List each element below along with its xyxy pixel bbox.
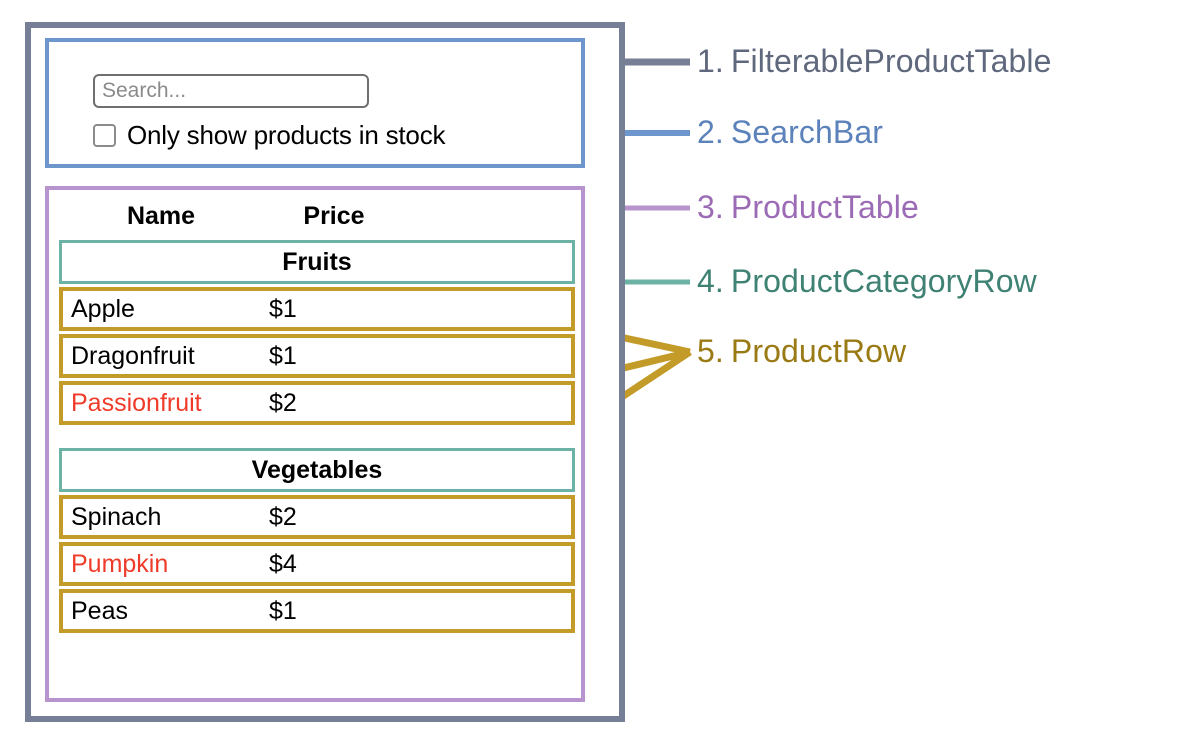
annotation-label: FilterableProductTable — [730, 43, 1052, 79]
product-row[interactable]: Spinach $2 — [59, 495, 575, 539]
product-category-row: Fruits — [59, 240, 575, 284]
annotation-1-filterable-product-table: 1.FilterableProductTable — [697, 43, 1051, 80]
product-price: $1 — [269, 341, 297, 370]
product-name: Pumpkin — [71, 549, 169, 578]
category-spacer — [59, 428, 575, 446]
column-header-price: Price — [303, 201, 365, 230]
product-price: $1 — [269, 294, 297, 323]
annotation-label: ProductTable — [730, 189, 919, 225]
product-row[interactable]: Peas $1 — [59, 589, 575, 633]
product-price: $1 — [269, 596, 297, 625]
product-name: Dragonfruit — [71, 341, 195, 370]
product-row[interactable]: Passionfruit $2 — [59, 381, 575, 425]
annotation-number: 1. — [697, 43, 724, 79]
product-row[interactable]: Apple $1 — [59, 287, 575, 331]
column-header-name: Name — [126, 201, 196, 230]
annotation-label: SearchBar — [730, 114, 883, 150]
product-name: Apple — [71, 294, 135, 323]
product-row[interactable]: Dragonfruit $1 — [59, 334, 575, 378]
product-name: Peas — [71, 596, 128, 625]
search-bar: Search... Only show products in stock — [45, 38, 585, 168]
annotation-5-product-row: 5.ProductRow — [697, 333, 906, 370]
table-header-row: Name Price — [59, 194, 575, 238]
in-stock-checkbox-label: Only show products in stock — [127, 120, 446, 150]
product-name: Spinach — [71, 502, 162, 531]
product-table: Name Price Fruits Apple $1 Dragonfruit $… — [45, 186, 585, 702]
product-price: $2 — [269, 388, 297, 417]
annotation-label: ProductRow — [730, 333, 907, 369]
annotation-label: ProductCategoryRow — [730, 263, 1037, 299]
annotation-number: 2. — [697, 114, 724, 150]
annotation-number: 5. — [697, 333, 724, 369]
annotation-3-product-table: 3.ProductTable — [697, 189, 919, 226]
annotation-4-product-category-row: 4.ProductCategoryRow — [697, 263, 1037, 300]
product-price: $4 — [269, 549, 297, 578]
product-name: Passionfruit — [71, 388, 202, 417]
annotation-number: 4. — [697, 263, 724, 299]
product-price: $2 — [269, 502, 297, 531]
product-table-inner: Name Price Fruits Apple $1 Dragonfruit $… — [59, 194, 575, 636]
product-row[interactable]: Pumpkin $4 — [59, 542, 575, 586]
annotation-2-search-bar: 2.SearchBar — [697, 114, 883, 151]
checkbox-icon[interactable] — [93, 124, 116, 147]
annotation-number: 3. — [697, 189, 724, 225]
product-category-row: Vegetables — [59, 448, 575, 492]
in-stock-filter[interactable]: Only show products in stock — [93, 120, 445, 151]
search-input[interactable]: Search... — [93, 74, 369, 108]
